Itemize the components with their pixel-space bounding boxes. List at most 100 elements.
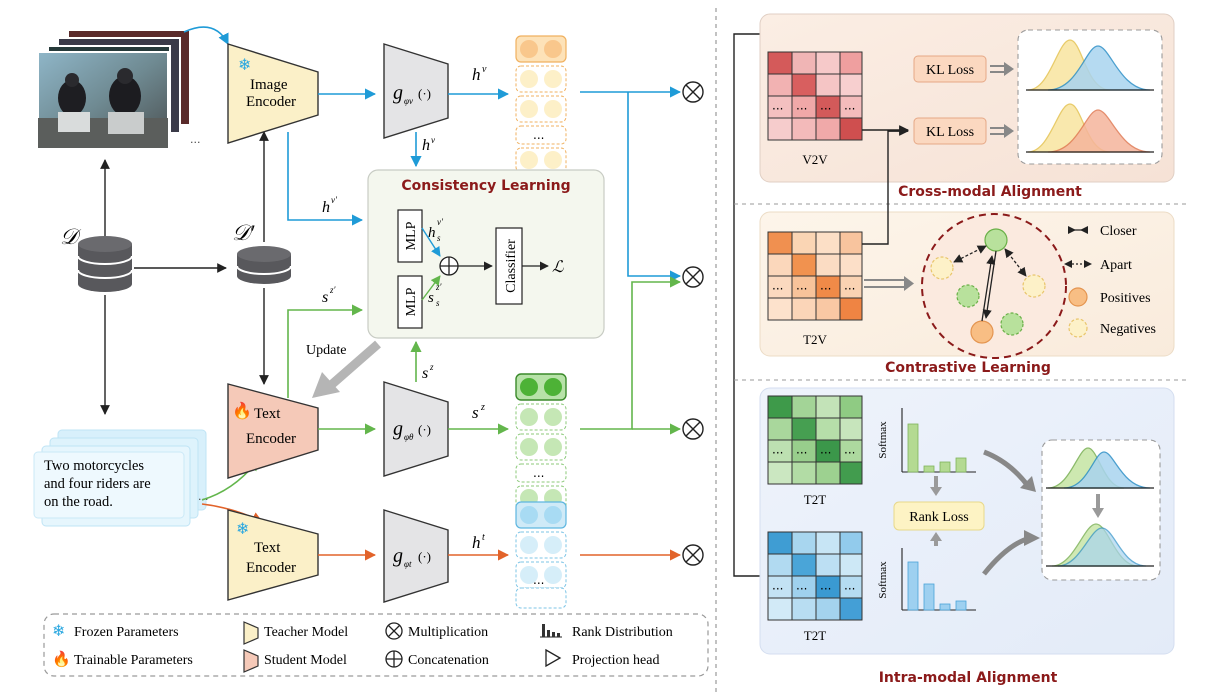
ss-sub: s (436, 298, 440, 308)
svg-text:···: ··· (772, 102, 783, 116)
contrastive-legend (1064, 226, 1092, 338)
loss-label: ℒ (552, 259, 564, 276)
intra-modal-title: Intra-modal Alignment (879, 670, 1058, 686)
feat-hv-sup: v (482, 64, 487, 75)
svg-text:···: ··· (844, 282, 855, 296)
svg-text:···: ··· (820, 446, 831, 460)
caption-line-3: on the road. (44, 494, 113, 510)
image-encoder-label-2: Encoder (246, 94, 296, 110)
feat-sz-ellipsis: ... (533, 466, 544, 480)
image-encoder (227, 43, 319, 144)
multiplication-symbol (682, 544, 704, 566)
caption-line-2: and four riders are (44, 476, 151, 492)
kl-loss-1: KL Loss (926, 63, 974, 78)
caption-ellipsis: ... (198, 490, 209, 503)
legend-negatives: Negatives (1100, 322, 1156, 337)
legend-positives: Positives (1100, 291, 1151, 306)
mlp-bottom-label: MLP (404, 287, 419, 316)
legend-trainable: Trainable Parameters (74, 653, 193, 668)
multiplication-icon (385, 622, 403, 640)
distribution-curves-intra (1046, 447, 1154, 567)
mlp-top (397, 209, 423, 263)
update-arrow-head (312, 372, 340, 398)
mlp-bottom-to-concat-arrow (421, 275, 441, 301)
feat-v-ellipsis: ... (533, 128, 544, 142)
svg-text:···: ··· (772, 446, 783, 460)
mlp-top-to-concat-arrow (421, 227, 441, 257)
feat-szprime-sup: z′ (329, 285, 337, 295)
text-encoder-student (227, 383, 319, 479)
projection-head-v (383, 43, 449, 139)
svg-text:···: ··· (796, 582, 807, 596)
feat-hvprime-sup: v′ (331, 195, 338, 205)
proj-head-t-sub: φt (404, 559, 412, 569)
text-encoder-student-label-2: Encoder (246, 431, 296, 447)
feat-t-ellipsis: ... (533, 573, 544, 587)
images-ellipsis: ... (190, 133, 201, 146)
consistency-learning-box (367, 169, 605, 339)
hs-sup: v′ (437, 217, 444, 227)
input-images: ... (37, 29, 201, 149)
legend-rank-distribution: Rank Distribution (572, 625, 673, 640)
caption-stack (33, 429, 207, 527)
svg-text:···: ··· (796, 446, 807, 460)
teacher-model-icon (243, 621, 259, 645)
softmax-to-dist-arrows (982, 449, 1040, 576)
svg-text:···: ··· (820, 102, 831, 116)
legend-concatenation: Concatenation (408, 653, 489, 668)
snowflake-icon: ❄ (238, 55, 251, 74)
t2t-matrix-top: ············ (767, 395, 863, 485)
svg-text:···: ··· (844, 102, 855, 116)
feat-hv-label: h (472, 65, 481, 84)
flame-icon: 🔥 (232, 401, 252, 420)
feature-column-t (515, 501, 567, 609)
ss-sup: z′ (435, 282, 443, 292)
softmax-label-top: Softmax (877, 421, 889, 459)
text-encoder-student-label-1: Text (254, 406, 281, 422)
projection-head-icon (545, 648, 562, 668)
kl-loss-box-2 (913, 117, 987, 145)
text-encoder-teacher (227, 509, 319, 601)
svg-text:···: ··· (796, 102, 807, 116)
feat-ht-label: h (472, 533, 481, 552)
student-model-icon (243, 649, 259, 673)
concatenation-symbol (439, 256, 459, 276)
cluster-nodes (930, 228, 1046, 344)
softmax-bars-top (901, 408, 976, 473)
proj-head-theta-g: g (393, 418, 403, 440)
t2t-matrix-bottom: ············ (767, 531, 863, 621)
feat-hv-down-sup: v (431, 135, 435, 145)
t2v-to-cluster-arrow (864, 276, 914, 291)
legend-student: Student Model (264, 653, 347, 668)
feat-sz-up-label: s (422, 365, 428, 382)
feat-sz-up-sup: z (429, 362, 434, 372)
dataset-dprime-icon (236, 246, 292, 284)
t2v-matrix: ············ (767, 231, 863, 321)
mlp-bottom (397, 275, 423, 329)
dataset-d-label: 𝒟 (60, 224, 82, 249)
update-label: Update (306, 343, 346, 358)
update-arrow-shaft (327, 340, 381, 390)
t2t-label-bottom: T2T (804, 628, 826, 643)
consistency-title: Consistency Learning (401, 178, 570, 194)
rank-loss-box (893, 501, 985, 531)
legend-multiplication: Multiplication (408, 625, 488, 640)
softmax-label-bottom: Softmax (877, 561, 889, 599)
feat-hvprime-label: h (322, 199, 330, 216)
svg-text:···: ··· (796, 282, 807, 296)
feat-szprime-label: s (322, 289, 328, 306)
classifier-label: Classifier (504, 239, 519, 293)
legend-projection-head: Projection head (572, 653, 659, 668)
proj-head-v-arg: (·) (418, 86, 431, 101)
kl-loss-box-1 (913, 55, 987, 83)
contrastive-title: Contrastive Learning (885, 360, 1051, 376)
proj-head-v-sub: φv (404, 96, 413, 106)
t2v-label: T2V (803, 332, 827, 347)
feat-ht-sup: t (482, 532, 485, 543)
feat-sz-sup: z (480, 402, 485, 413)
proj-head-theta-arg: (·) (418, 422, 431, 437)
softmax-bars-bottom (901, 548, 976, 611)
projection-head-theta (383, 381, 449, 477)
proj-head-t-arg: (·) (418, 549, 431, 564)
projection-head-t (383, 509, 449, 603)
